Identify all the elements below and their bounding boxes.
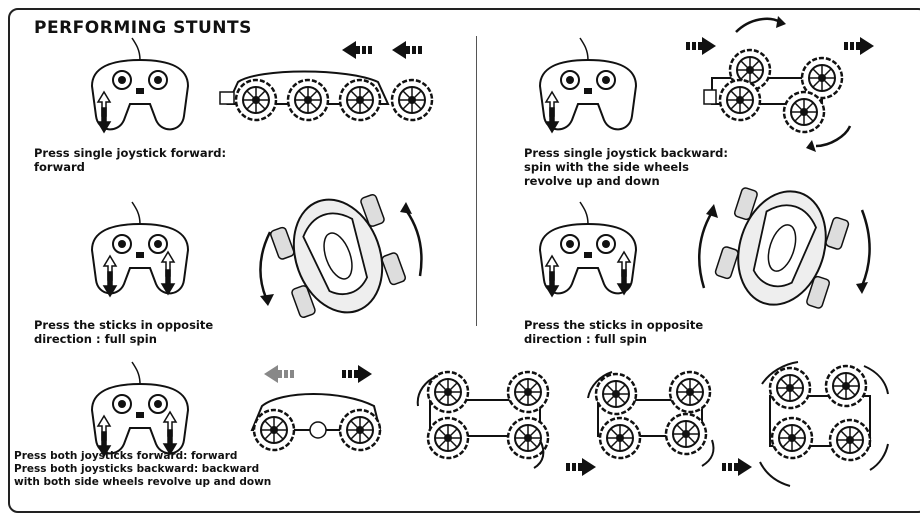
rotation-arrow-icon xyxy=(816,126,850,146)
dash-arrow-icon xyxy=(566,458,596,476)
stunt-car-icon xyxy=(266,182,411,329)
rotation-arrow-icon xyxy=(736,19,780,32)
dash-arrow-icon xyxy=(264,365,294,383)
remote-control-icon xyxy=(540,202,636,296)
dash-arrow-icon xyxy=(722,458,752,476)
stunt-car-icon xyxy=(770,366,870,460)
stunt-car-icon xyxy=(711,176,853,321)
rotation-arrow-icon xyxy=(870,444,888,470)
rotation-arrow-icon xyxy=(406,210,421,276)
rotation-arrow-icon xyxy=(260,232,270,298)
caption-forward: Press single joystick forward: forward xyxy=(34,146,226,174)
dash-arrow-icon xyxy=(686,37,716,55)
stunt-car-icon xyxy=(704,50,842,132)
caption-full-spin-right: Press the sticks in opposite direction :… xyxy=(524,318,703,346)
stunt-car-icon xyxy=(252,394,380,450)
dash-arrow-icon xyxy=(844,37,874,55)
stunt-car-icon xyxy=(596,372,710,458)
dash-arrow-icon xyxy=(342,365,372,383)
caption-full-spin-left: Press the sticks in opposite direction :… xyxy=(34,318,213,346)
remote-control-icon xyxy=(92,362,188,456)
remote-control-icon xyxy=(540,38,636,132)
remote-control-icon xyxy=(92,202,188,296)
rotation-arrow-icon xyxy=(862,210,870,286)
rotation-arrow-icon xyxy=(760,462,790,486)
dash-arrow-icon xyxy=(342,41,372,59)
rotation-arrow-icon xyxy=(864,366,888,394)
stunt-car-icon xyxy=(220,72,432,121)
caption-both-joysticks: Press both joysticks forward: forward Pr… xyxy=(14,450,271,489)
caption-backward-spin: Press single joystick backward: spin wit… xyxy=(524,146,728,188)
dash-arrow-icon xyxy=(392,41,422,59)
stunt-car-icon xyxy=(428,372,548,458)
remote-control-icon xyxy=(92,38,188,132)
rotation-arrow-icon xyxy=(699,212,712,288)
